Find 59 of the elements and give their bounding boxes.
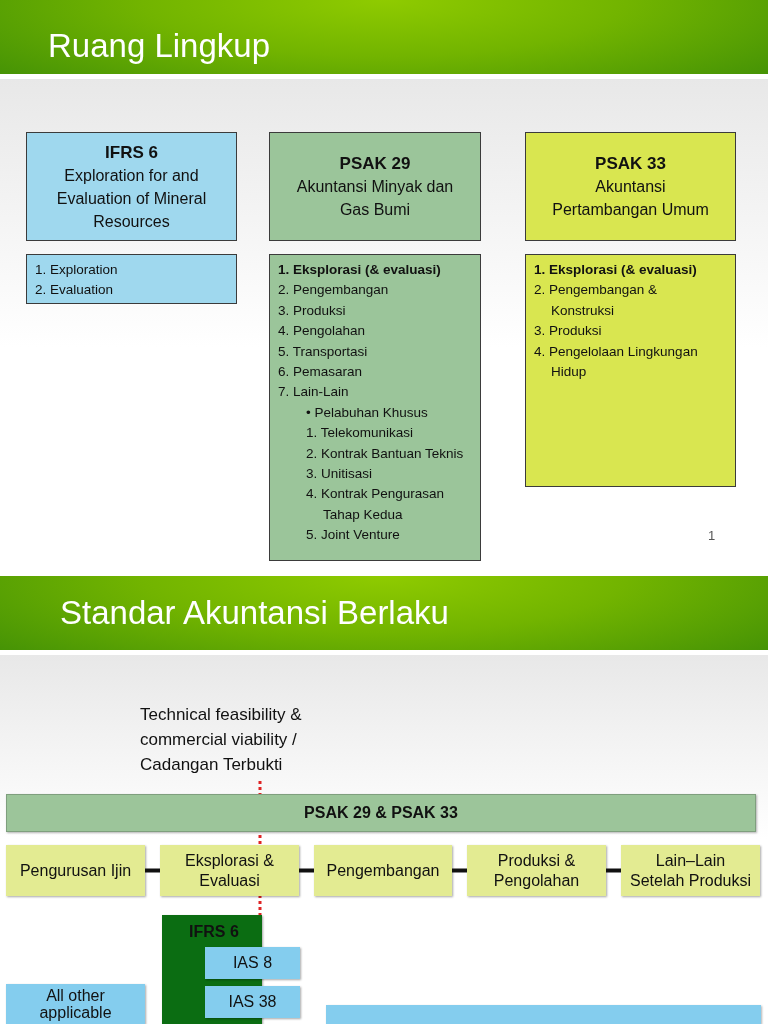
standard-label: All other applicable [38,987,113,1021]
phase-label: Lain–Lain Setelah Produksi [629,850,752,891]
phase-label: Pengurusan Ijin [19,860,132,881]
box-heading: PSAK 33 [595,153,666,175]
list-item: 2. Pengembangan & Konstruksi [534,281,659,320]
standard-label: IAS 38 [228,992,277,1012]
box-heading: PSAK 29 [339,153,411,175]
list-box [269,254,481,561]
list-item: 2. Kontrak Bantuan Teknis [306,444,464,463]
box-heading: IFRS 6 [105,141,158,164]
standard-box [205,947,300,979]
standard-box [6,984,145,1024]
bar-label: PSAK 29 & PSAK 33 [304,803,458,823]
list-box [26,254,237,304]
standard-bar [6,794,756,832]
standard-box [269,132,481,241]
connector-line [145,868,160,873]
list-item: 1. Eksplorasi (& evaluasi) [278,261,441,279]
standard-box [525,132,736,241]
phase-label: Pengembangan [326,860,440,881]
list-item: 6. Pemasaran [278,363,364,382]
list-item: 5. Joint Venture [306,526,400,545]
list-item: 7. Lain-Lain [278,383,349,402]
phase-box [467,845,606,896]
phase-box [6,845,145,896]
phase-label: Produksi & Pengolahan [492,850,581,891]
content-bar [326,1005,761,1024]
box-description: Exploration for and Evaluation of Mineral Resources [55,165,208,232]
standard-label: IAS 8 [232,953,273,973]
connector-line [452,868,467,873]
page-number: 1 [708,528,716,544]
standard-box [205,986,300,1018]
list-item: 3. Unitisasi [306,465,374,484]
connector-line [606,868,621,873]
slide-title: Standar Akuntansi Berlaku [60,593,449,633]
box-description: Akuntansi Minyak dan Gas Bumi [295,177,455,220]
annotation-text: Technical feasibility & commercial viability / Cadangan Terbukti [140,704,303,776]
list-item: 3. Produksi [278,301,347,320]
list-box [525,254,736,487]
list-item: 1. Telekomunikasi [306,424,415,443]
standard-box [26,132,237,241]
connector-line [299,868,314,873]
list-item: 4. Pengolahan [278,322,367,341]
list-item: 1. Eksplorasi (& evaluasi) [534,261,697,279]
slide-title: Ruang Lingkup [48,26,270,66]
list-item: 4. Kontrak Pengurasan Tahap Kedua [306,485,446,524]
phase-box [621,845,760,896]
list-item: 2. Evaluation [35,281,115,300]
list-item: 5. Transportasi [278,342,369,361]
list-item: • Pelabuhan Khusus [306,403,428,422]
list-item: 1. Exploration [35,261,119,279]
phase-label: Eksplorasi & Evaluasi [184,850,275,891]
panel-heading: IFRS 6 [189,922,239,942]
list-item: 2. Pengembangan [278,281,390,300]
phase-box [160,845,299,896]
list-item: 3. Produksi [534,322,603,341]
box-description: Akuntansi Pertambangan Umum [551,177,710,220]
list-item: 4. Pengelolaan Lingkungan Hidup [534,342,699,382]
phase-box [314,845,452,896]
